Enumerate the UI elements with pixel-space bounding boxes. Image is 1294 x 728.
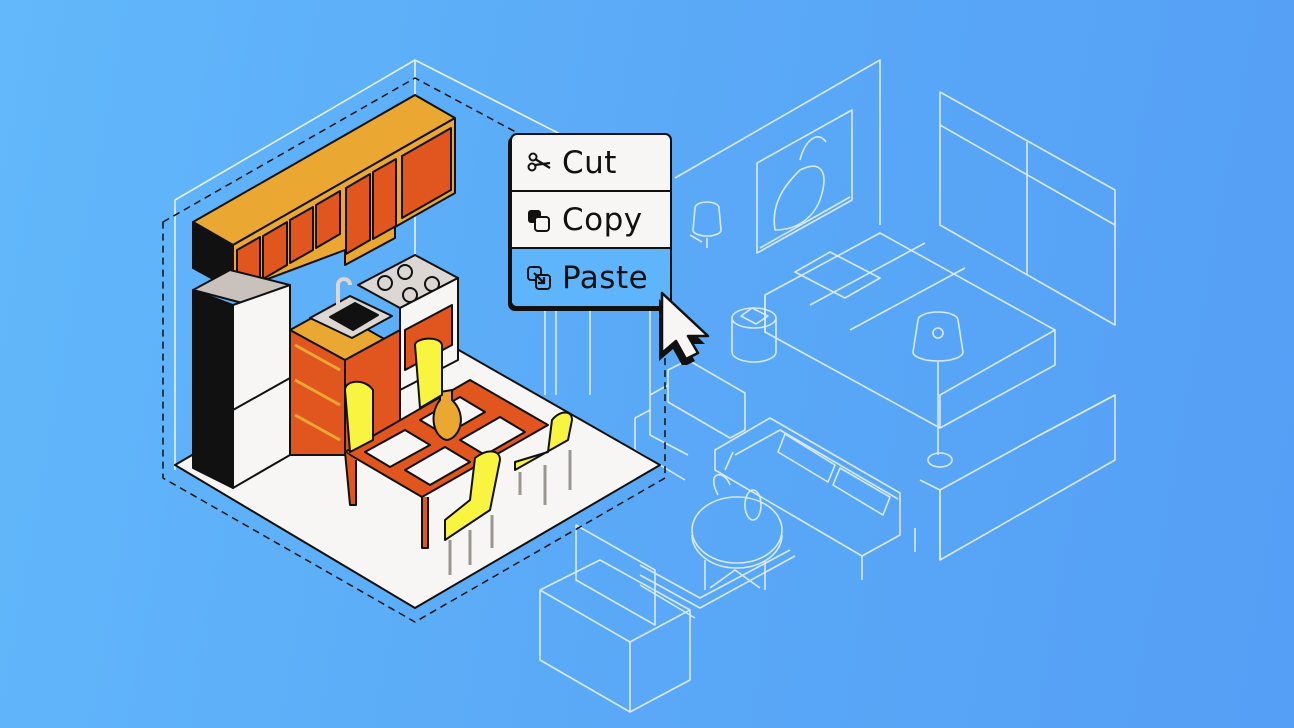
wireframe-room <box>539 59 1116 713</box>
coffee-table-icon <box>691 451 783 590</box>
menu-item-label: Copy <box>562 201 643 238</box>
menu-item-copy[interactable]: Copy <box>512 192 670 249</box>
chair-legs <box>448 450 572 575</box>
refrigerator <box>192 269 291 489</box>
sofa-icon <box>714 417 916 580</box>
dining-chairs <box>344 337 573 541</box>
context-menu: Cut Copy Paste <box>510 133 672 308</box>
lower-cabinets <box>289 307 401 456</box>
window-icon <box>939 91 1116 326</box>
vase <box>432 389 462 441</box>
wall-lamp-icon <box>689 201 722 248</box>
upper-cabinets <box>192 94 456 294</box>
arrow-cursor-icon <box>659 291 710 365</box>
menu-item-label: Paste <box>562 259 649 296</box>
floor-lamp-icon <box>912 311 964 468</box>
menu-item-paste[interactable]: Paste <box>512 249 670 306</box>
scissors-icon <box>527 152 551 171</box>
tv-stand-icon <box>539 524 691 713</box>
paste-icon <box>527 265 551 290</box>
sink <box>309 277 393 339</box>
kitchen-illustration <box>162 59 666 623</box>
menu-item-label: Cut <box>562 144 617 181</box>
bed-icon <box>764 232 1056 429</box>
copy-icon <box>528 209 550 232</box>
wall-art-icon <box>756 109 853 254</box>
menu-item-cut[interactable]: Cut <box>512 135 670 192</box>
nightstand-icon <box>731 307 777 363</box>
